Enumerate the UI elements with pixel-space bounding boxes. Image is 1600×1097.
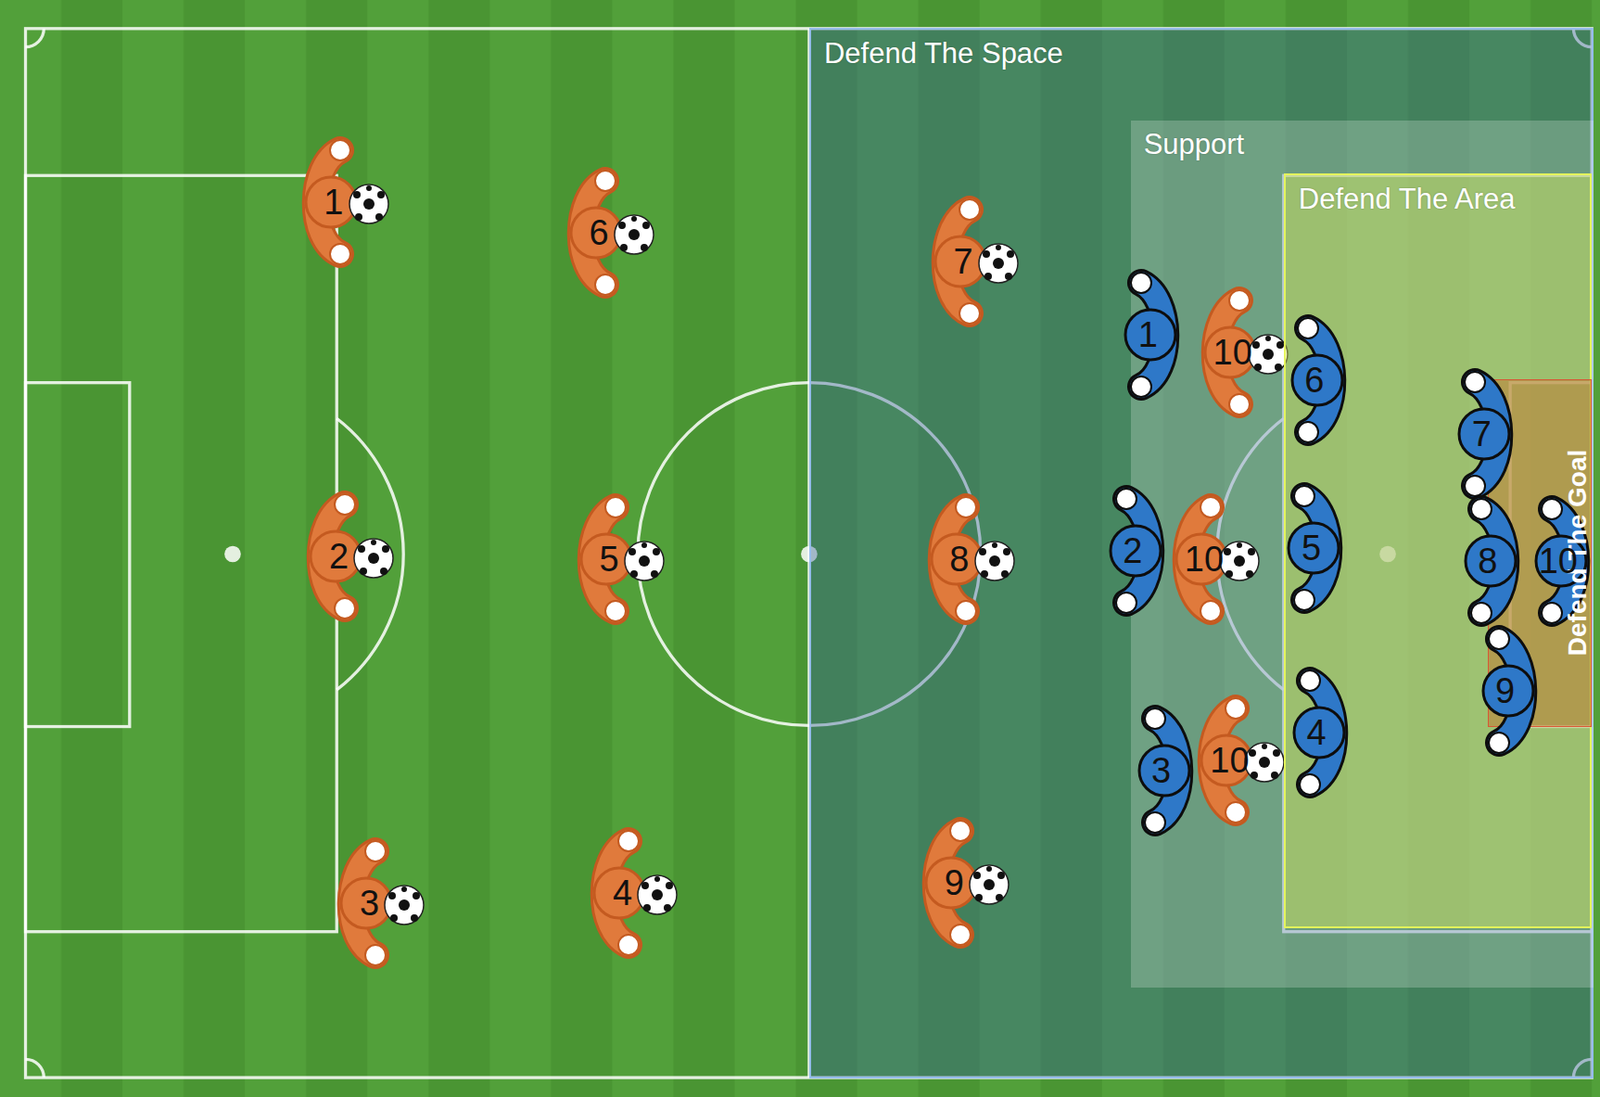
player-number: 4 bbox=[612, 875, 633, 911]
zone-region: Support110210310Defend The Area654Defend… bbox=[1130, 120, 1595, 988]
ball bbox=[969, 864, 1009, 904]
player-number: 1 bbox=[1138, 317, 1158, 353]
player-number: 1 bbox=[323, 184, 343, 220]
orange-player: 7 bbox=[921, 196, 1005, 327]
orange-player: 10 bbox=[1191, 287, 1275, 418]
zone-region: Defend The Goal78109 bbox=[1487, 379, 1592, 726]
ball bbox=[975, 541, 1015, 581]
ball bbox=[354, 538, 394, 578]
orange-player: 8 bbox=[917, 494, 1002, 624]
zone-label: Defend The Area bbox=[1298, 182, 1516, 216]
zone-label: Defend The Space bbox=[824, 37, 1064, 71]
player-number: 9 bbox=[1495, 673, 1515, 709]
blue-player: 2 bbox=[1091, 485, 1175, 616]
zone-region: Defend The Space 7 8 9 Support 1 10 2 10 3 10 Defen… bbox=[809, 27, 1594, 1079]
player-number: 4 bbox=[1306, 714, 1326, 750]
player-number: 5 bbox=[1301, 530, 1321, 566]
ball bbox=[614, 215, 654, 254]
orange-player: 10 bbox=[1187, 695, 1271, 826]
ball bbox=[349, 184, 389, 224]
blue-player: 3 bbox=[1119, 705, 1204, 836]
orange-player: 1 bbox=[292, 137, 376, 267]
blue-player: 8 bbox=[1446, 495, 1530, 626]
player-number: 10 bbox=[1184, 541, 1224, 577]
player-number: 10 bbox=[1209, 742, 1249, 778]
player-number: 5 bbox=[599, 541, 620, 577]
player-number: 8 bbox=[1477, 543, 1498, 579]
orange-player: 4 bbox=[580, 827, 664, 958]
orange-player: 3 bbox=[327, 838, 411, 968]
ball bbox=[1248, 334, 1288, 374]
player-number: 2 bbox=[329, 538, 349, 574]
orange-player: 5 bbox=[567, 494, 651, 624]
player-number: 7 bbox=[1472, 416, 1492, 452]
orange-player: 6 bbox=[557, 167, 641, 298]
blue-player: 9 bbox=[1463, 625, 1548, 756]
player-number: 10 bbox=[1213, 334, 1253, 370]
zone-region: Defend The Area654Defend The Goal78109 bbox=[1283, 173, 1592, 928]
ball bbox=[384, 885, 424, 925]
player-number: 2 bbox=[1122, 533, 1143, 569]
zone-label: Support bbox=[1143, 127, 1245, 162]
player-number: 6 bbox=[1304, 362, 1324, 398]
orange-player: 2 bbox=[296, 491, 381, 622]
player-number: 8 bbox=[949, 541, 969, 577]
player-number: 10 bbox=[1538, 543, 1578, 579]
ball bbox=[1244, 742, 1284, 782]
player-number: 9 bbox=[944, 864, 965, 901]
orange-player: 10 bbox=[1162, 494, 1246, 624]
player-number: 7 bbox=[953, 243, 974, 280]
blue-player: 1 bbox=[1105, 269, 1190, 400]
player-number: 3 bbox=[359, 885, 380, 921]
orange-player: 9 bbox=[912, 817, 996, 948]
player-number: 3 bbox=[1151, 752, 1171, 788]
blue-player: 6 bbox=[1272, 315, 1357, 445]
ball bbox=[978, 243, 1018, 283]
ball bbox=[637, 875, 677, 915]
blue-player: 7 bbox=[1439, 368, 1524, 499]
blue-player: 4 bbox=[1274, 667, 1359, 798]
ball bbox=[1219, 541, 1259, 581]
ball bbox=[624, 541, 664, 581]
player-number: 6 bbox=[589, 215, 610, 251]
blue-player: 5 bbox=[1269, 482, 1353, 613]
